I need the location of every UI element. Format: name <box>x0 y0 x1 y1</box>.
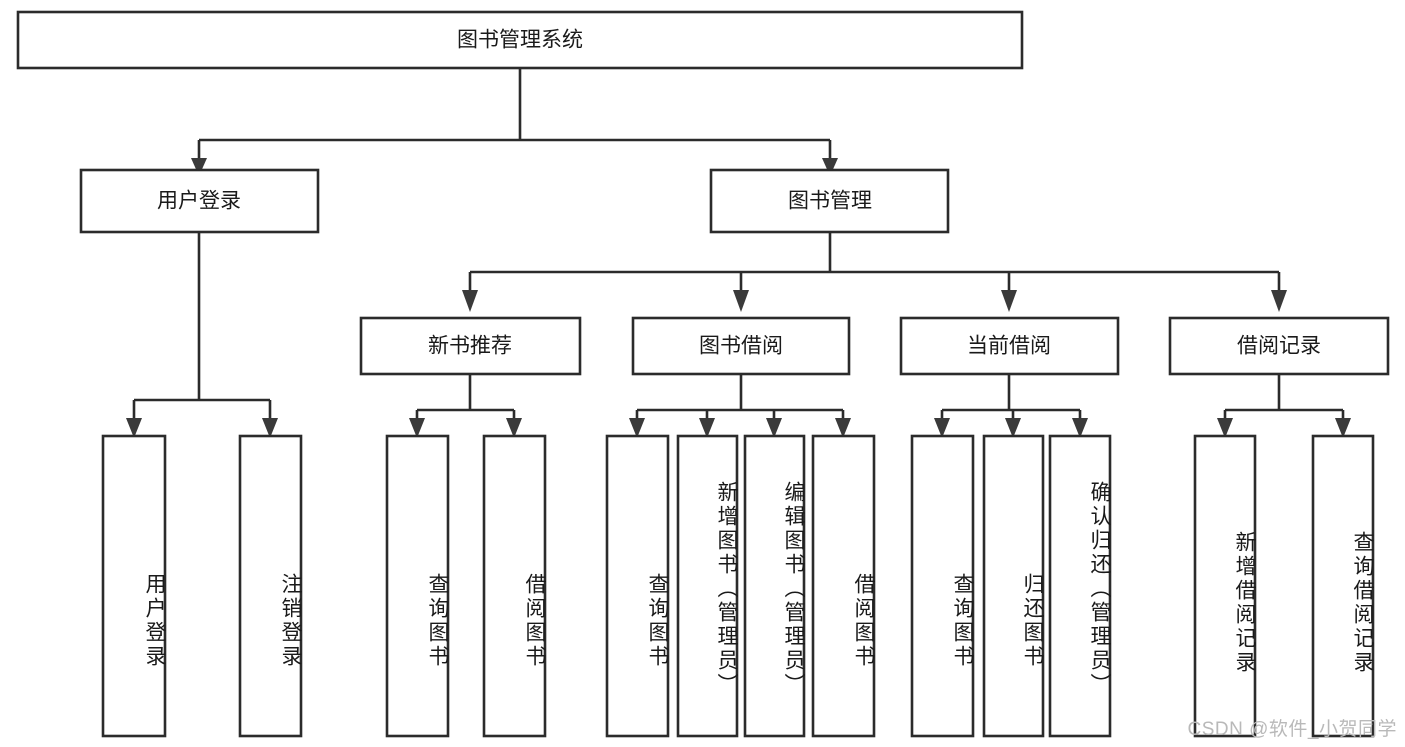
node-borrow-record-box[interactable] <box>1168 316 1390 376</box>
node-leaf-query-book-1-box[interactable] <box>385 434 450 738</box>
connector-bookmanage-to-level3 <box>468 232 1281 308</box>
node-current-borrow[interactable]: 当前借阅 <box>899 316 1120 376</box>
node-current-borrow-box[interactable] <box>899 316 1120 376</box>
node-leaf-edit-book-admin-box[interactable] <box>743 434 806 738</box>
nodes-layer: 图书管理系统 用户登录 图书管理 新书推荐 图书借阅 <box>16 10 1390 738</box>
arrow-icon <box>1217 418 1233 438</box>
node-leaf-query-book-2-box[interactable] <box>605 434 670 738</box>
connector-borrowrecord-to-leaves <box>1223 374 1345 426</box>
node-user-login-box[interactable] <box>79 168 320 234</box>
node-leaf-return-book-box[interactable] <box>982 434 1045 738</box>
connector-newbook-to-leaves <box>415 374 516 426</box>
arrow-icon <box>822 158 838 176</box>
node-book-manage-box[interactable] <box>709 168 950 234</box>
node-borrow-record[interactable]: 借阅记录 <box>1168 316 1390 376</box>
arrowheads-layer <box>126 158 1351 438</box>
arrow-icon <box>629 418 645 438</box>
arrow-icon <box>1335 418 1351 438</box>
arrow-icon <box>766 418 782 438</box>
node-leaf-borrow-book-1-box[interactable] <box>482 434 547 738</box>
node-book-manage-label: 图书管理 <box>788 190 872 213</box>
node-borrow-record-label: 借阅记录 <box>1237 335 1321 358</box>
arrow-icon <box>934 418 950 438</box>
arrow-icon <box>1001 290 1017 312</box>
arrow-icon <box>835 418 851 438</box>
arrow-icon <box>409 418 425 438</box>
arrow-icon <box>506 418 522 438</box>
node-leaf-borrow-book-2-box[interactable] <box>811 434 876 738</box>
node-book-manage[interactable]: 图书管理 <box>709 168 950 234</box>
arrow-icon <box>126 418 142 438</box>
arrow-icon <box>733 290 749 312</box>
node-root-label: 图书管理系统 <box>457 29 583 52</box>
leaf-boxes-layer <box>101 434 1375 738</box>
node-new-book-recommend[interactable]: 新书推荐 <box>359 316 582 376</box>
arrow-icon <box>1271 290 1287 312</box>
node-book-borrow[interactable]: 图书借阅 <box>631 316 851 376</box>
node-new-book-recommend-label: 新书推荐 <box>428 335 512 358</box>
node-book-borrow-box[interactable] <box>631 316 851 376</box>
node-book-borrow-label: 图书借阅 <box>699 335 783 358</box>
arrow-icon <box>1072 418 1088 438</box>
watermark-text: CSDN @软件_小贺同学 <box>1187 719 1397 740</box>
node-leaf-logout-box[interactable] <box>238 434 303 738</box>
node-leaf-add-book-admin-box[interactable] <box>676 434 739 738</box>
node-leaf-add-borrow-record-box[interactable] <box>1193 434 1257 738</box>
node-leaf-query-book-3-box[interactable] <box>910 434 975 738</box>
connector-root-to-level2 <box>197 68 832 160</box>
node-leaf-query-borrow-record-box[interactable] <box>1311 434 1375 738</box>
node-current-borrow-label: 当前借阅 <box>967 335 1051 358</box>
arrow-icon <box>262 418 278 438</box>
node-user-login[interactable]: 用户登录 <box>79 168 320 234</box>
connector-bookborrow-to-leaves <box>635 374 845 426</box>
arrow-icon <box>191 158 207 176</box>
node-user-login-label: 用户登录 <box>157 190 241 213</box>
connector-userlogin-to-leaves <box>132 232 272 426</box>
arrow-icon <box>1005 418 1021 438</box>
node-new-book-recommend-box[interactable] <box>359 316 582 376</box>
arrow-icon <box>462 290 478 312</box>
arrow-icon <box>699 418 715 438</box>
node-root-box[interactable] <box>16 10 1024 70</box>
node-leaf-user-login-box[interactable] <box>101 434 167 738</box>
node-leaf-confirm-return-box[interactable] <box>1048 434 1112 738</box>
node-root[interactable]: 图书管理系统 <box>16 10 1024 70</box>
